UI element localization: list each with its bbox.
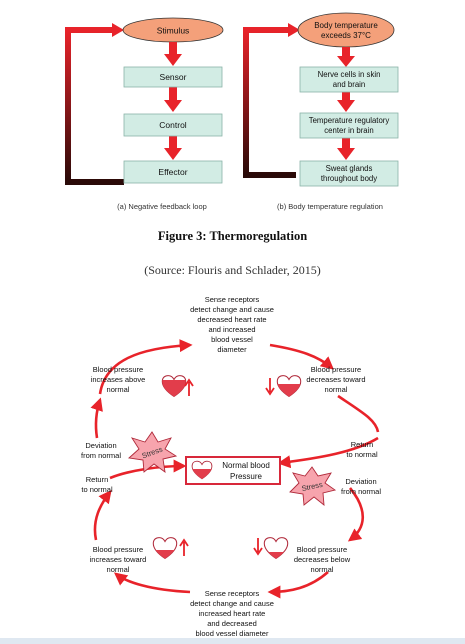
svg-text:detect change and cause: detect change and cause <box>190 305 274 314</box>
deviation-right-label: Deviation from normal <box>341 477 381 496</box>
svg-text:to normal: to normal <box>346 450 378 459</box>
stimulus-label: Stimulus <box>157 26 190 36</box>
arc-right-down <box>337 394 380 433</box>
down-arrow-icon <box>253 538 263 556</box>
arc-lower-bottom-left <box>113 572 191 594</box>
negative-feedback-loop-panel: Stimulus Sensor Control Effector (a) Neg… <box>65 17 224 211</box>
sense-receptors-bottom-label: Sense receptors detect change and cause … <box>190 589 274 638</box>
effector-box <box>123 160 223 184</box>
page-bottom-strip <box>0 638 465 644</box>
return-left-label: Return to normal <box>81 475 113 494</box>
heart-icon-rising <box>152 537 178 559</box>
control-box <box>123 113 223 137</box>
up-arrow-icon <box>179 538 189 556</box>
sensor-label: Sensor <box>160 72 187 82</box>
svg-text:to normal: to normal <box>81 485 113 494</box>
svg-text:and decreased: and decreased <box>207 619 257 628</box>
svg-text:Deviation: Deviation <box>85 441 116 450</box>
svg-text:Blood pressure: Blood pressure <box>297 545 347 554</box>
temperature-center-label-2: center in brain <box>324 126 373 135</box>
down-arrow <box>164 42 182 160</box>
down-arrow-icon <box>265 378 275 396</box>
svg-text:normal: normal <box>107 385 130 394</box>
svg-text:normal: normal <box>325 385 348 394</box>
return-right-label: Return to normal <box>346 440 378 459</box>
svg-text:Stress: Stress <box>301 480 324 493</box>
svg-text:decreased heart rate: decreased heart rate <box>197 315 266 324</box>
svg-text:increased heart rate: increased heart rate <box>199 609 266 618</box>
sweat-glands-label-1: Sweat glands <box>326 164 373 173</box>
blood-pressure-diagram: Sense receptors detect change and cause … <box>81 295 381 638</box>
temperature-loop-line <box>243 27 296 178</box>
arc-left-up <box>90 397 103 439</box>
svg-text:Sense receptors: Sense receptors <box>205 295 260 304</box>
up-arrow-icon <box>184 378 194 396</box>
arc-lower-bottom-right <box>267 571 329 599</box>
svg-text:blood vessel: blood vessel <box>211 335 253 344</box>
sense-receptors-top-label: Sense receptors detect change and cause … <box>190 295 274 354</box>
temperature-center-box <box>299 112 399 139</box>
normal-blood-label-1: Normal blood <box>222 461 270 470</box>
svg-text:decreases below: decreases below <box>294 555 351 564</box>
svg-text:increases above: increases above <box>91 375 146 384</box>
normal-blood-label-2: Pressure <box>230 472 263 481</box>
svg-text:normal: normal <box>311 565 334 574</box>
svg-text:Blood pressure: Blood pressure <box>93 365 143 374</box>
body-temperature-label-2: exceeds 37°C <box>321 31 371 40</box>
feedback-loop-line <box>65 27 124 185</box>
bp-increases-above-label: Blood pressure increases above normal <box>91 365 146 394</box>
svg-text:Return: Return <box>351 440 374 449</box>
control-label: Control <box>159 120 187 130</box>
temperature-center-label-1: Temperature regulatory <box>309 116 390 125</box>
svg-text:blood vessel diameter: blood vessel diameter <box>196 629 269 638</box>
svg-text:and increased: and increased <box>208 325 255 334</box>
arc-lower-right <box>347 487 364 542</box>
sensor-box <box>123 66 223 88</box>
arc-upper-right <box>269 343 334 370</box>
svg-text:decreases toward: decreases toward <box>306 375 365 384</box>
stress-star-right: Stress <box>289 466 337 507</box>
bp-decreases-toward-label: Blood pressure decreases toward normal <box>306 365 365 394</box>
body-temperature-oval <box>297 12 395 48</box>
deviation-left-label: Deviation from normal <box>81 441 121 460</box>
body-temperature-caption: (b) Body temperature regulation <box>277 202 383 211</box>
svg-text:Deviation: Deviation <box>345 477 376 486</box>
svg-text:Blood pressure: Blood pressure <box>93 545 143 554</box>
sweat-glands-label-2: throughout body <box>321 174 377 183</box>
arrow-return-right <box>277 436 379 469</box>
figure-caption-title: Figure 3: Thermoregulation <box>157 229 308 243</box>
svg-text:Blood pressure: Blood pressure <box>311 365 361 374</box>
stress-star-left: Stress <box>127 431 178 473</box>
svg-text:normal: normal <box>107 565 130 574</box>
nerve-cells-box <box>299 66 399 93</box>
arc-lower-left <box>93 489 112 541</box>
sweat-glands-box <box>299 160 399 187</box>
down-arrow <box>337 47 355 160</box>
svg-text:detect change and cause: detect change and cause <box>190 599 274 608</box>
bp-increases-toward-label: Blood pressure increases toward normal <box>90 545 147 574</box>
svg-text:Sense receptors: Sense receptors <box>205 589 260 598</box>
heart-icon-dropping <box>276 375 302 397</box>
nerve-cells-label-2: and brain <box>333 80 366 89</box>
bp-decreases-below-label: Blood pressure decreases below normal <box>294 545 351 574</box>
heart-icon-normal <box>191 460 213 480</box>
body-temperature-label-1: Body temperature <box>314 21 378 30</box>
svg-text:from normal: from normal <box>341 487 381 496</box>
figure-caption-source: (Source: Flouris and Schlader, 2015) <box>144 263 321 277</box>
nerve-cells-label-1: Nerve cells in skin <box>318 70 381 79</box>
svg-text:diameter: diameter <box>217 345 247 354</box>
body-temperature-panel: Body temperature exceeds 37°C Nerve cell… <box>243 12 399 211</box>
negative-feedback-caption: (a) Negative feedback loop <box>117 202 207 211</box>
svg-text:increases toward: increases toward <box>90 555 147 564</box>
heart-icon-low <box>263 537 289 559</box>
svg-text:Return: Return <box>86 475 109 484</box>
heart-icon-high <box>161 375 187 397</box>
svg-text:from normal: from normal <box>81 451 121 460</box>
effector-label: Effector <box>158 167 187 177</box>
arc-upper-left <box>98 339 193 395</box>
